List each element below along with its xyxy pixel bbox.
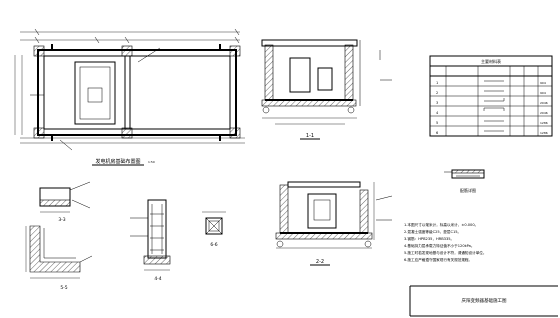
table-row-no: 5 (436, 121, 438, 125)
plan-dim-ticks (34, 28, 240, 44)
table-row-len: 2046 (540, 111, 548, 115)
material-table (429, 55, 553, 137)
table-row-len: 2046 (540, 101, 548, 105)
table-row-no: 3 (436, 101, 438, 105)
table-row-len: 1286 (540, 131, 548, 135)
table-rows: 1 904 2 904 3 2046 4 2046 5 1286 6 1286 (436, 81, 548, 135)
section-5-5 (25, 225, 93, 279)
note-line: 6.施工应严格遵守国家现行有关规范规程。 (404, 257, 472, 262)
note-line: 5.施工时若发现地基与设计不符，请通知设计单位。 (404, 250, 487, 255)
table-row-len: 904 (540, 81, 546, 85)
section-1-1 (261, 39, 392, 125)
section-label-1-1: 1-1 (306, 133, 314, 139)
plan-title: 发电机房基础布置图 (95, 158, 140, 165)
table-row-no: 4 (436, 111, 439, 115)
section-label-3-3: 3-3 (58, 217, 65, 223)
note-line: 4.基础持力层承载力特征值不小于120kPa。 (404, 243, 474, 248)
section-label-6-6: 6-6 (210, 242, 217, 248)
title-block (409, 285, 558, 317)
table-title: 主要材料表 (481, 58, 501, 64)
plan-scale: 1:50 (148, 160, 155, 164)
table-row-len: 1286 (540, 121, 548, 125)
design-notes: 1.本图尺寸以毫米计，标高以米计，±0.000。 2.混凝土强度等级C25，垫层… (404, 222, 487, 262)
table-row-len: 904 (540, 91, 546, 95)
table-row-no: 2 (436, 91, 438, 95)
section-3-3 (39, 181, 91, 213)
section-label-5-5: 5-5 (60, 285, 67, 291)
detail-title: 配筋详图 (460, 187, 476, 193)
table-row-no: 6 (436, 131, 438, 135)
foundation-plan (14, 28, 245, 151)
rebar-detail (444, 169, 485, 179)
note-line: 2.混凝土强度等级C25，垫层C15。 (404, 229, 461, 234)
section-4-4 (130, 199, 171, 271)
section-2-2 (275, 181, 393, 249)
title-block-caption: 庆阳变频器基础施工图 (462, 297, 507, 304)
table-row-no: 1 (436, 81, 438, 85)
section-6-6 (202, 211, 226, 235)
note-line: 1.本图尺寸以毫米计，标高以米计，±0.000。 (404, 222, 478, 227)
section-label-4-4: 4-4 (154, 276, 161, 282)
section-label-2-2: 2-2 (316, 259, 324, 265)
note-line: 3.钢筋：HPB235，HRB335。 (404, 236, 454, 241)
